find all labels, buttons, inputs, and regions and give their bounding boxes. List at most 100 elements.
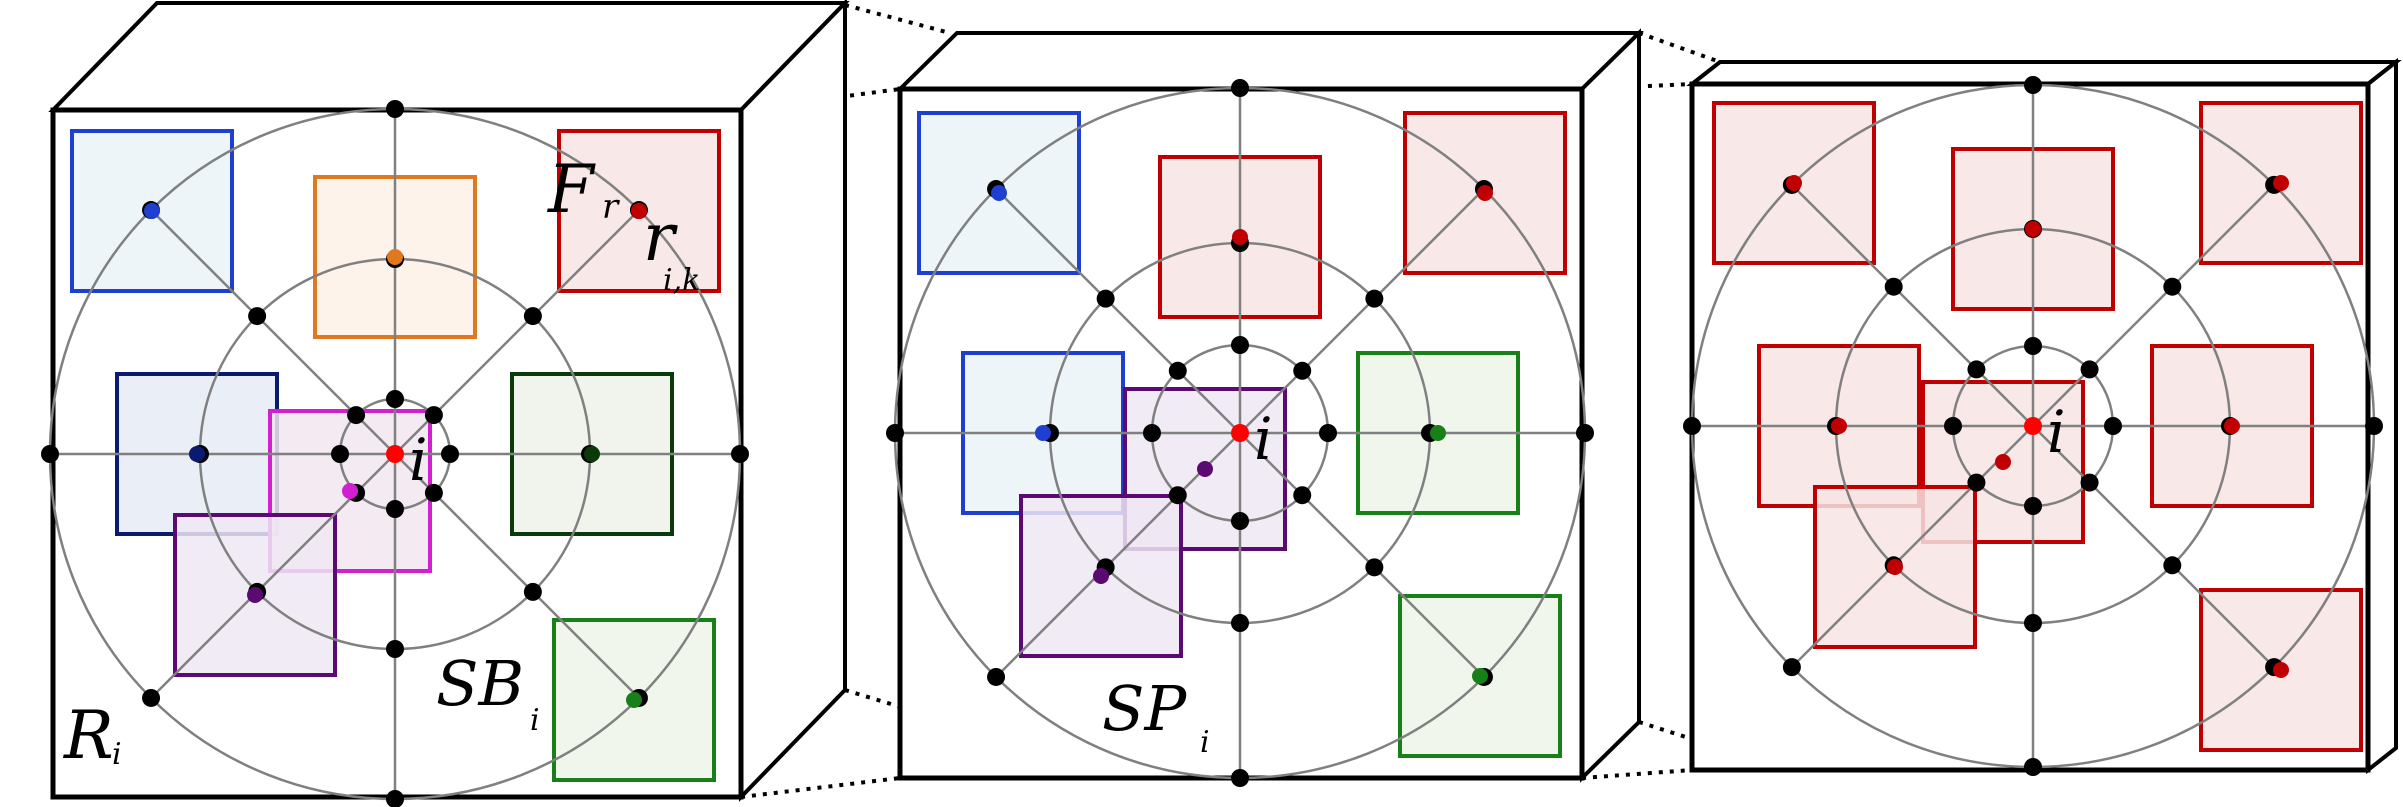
region-center-dot (1035, 425, 1051, 441)
grid-node (441, 445, 459, 463)
frame-top-face (895, 31, 1644, 91)
spoke-6 (1790, 183, 2034, 427)
frame-side-face (1580, 28, 1641, 783)
grid-node (1293, 361, 1312, 380)
grid-node (886, 424, 904, 442)
region-center-dot (342, 483, 358, 499)
region-center-dot (1995, 454, 2011, 470)
grid-node (386, 790, 404, 807)
grid-node (1365, 558, 1384, 577)
grid-node (386, 640, 404, 658)
region-center-dot (1831, 418, 1847, 434)
center-node (386, 445, 404, 463)
region-center-dot (247, 587, 263, 603)
grid-node (248, 307, 267, 326)
center-label: i (1254, 405, 1273, 473)
region-set-subscript: i (112, 737, 122, 772)
region-centers (1786, 175, 2289, 678)
region-center-dot (584, 446, 600, 462)
grid-node (523, 582, 542, 601)
grid-node (987, 667, 1006, 686)
grid-node (1683, 417, 1701, 435)
grid-node (2024, 497, 2042, 515)
grid-and-regions (41, 100, 749, 807)
grid-node (2163, 556, 2182, 575)
grid-node (2024, 76, 2042, 94)
frame-side-face (739, 0, 847, 802)
region-centers (144, 203, 647, 708)
grid-node (1967, 473, 1986, 492)
region-center-dot (1197, 461, 1213, 477)
grid-node (2163, 277, 2182, 296)
region-center-dot (1477, 185, 1493, 201)
grid-node (1231, 336, 1249, 354)
center-node (1231, 424, 1249, 442)
grid-and-regions (886, 79, 1594, 787)
grid-node (424, 406, 443, 425)
region-boxes (917, 111, 1567, 758)
connector-line-7 (1581, 768, 1693, 780)
region-set-label: R (63, 697, 114, 774)
grid-node (1365, 289, 1384, 308)
grid-node (142, 688, 161, 707)
region-point-subscript: i,k (663, 263, 700, 298)
grid-node (1231, 614, 1249, 632)
grid-node (347, 406, 366, 425)
grid-node (731, 445, 749, 463)
grid-node (1231, 79, 1249, 97)
region-center-dot (626, 692, 642, 708)
region-center-dot (2224, 418, 2240, 434)
region-center-dot (1232, 229, 1248, 245)
grid-node (41, 445, 59, 463)
frame-top-face (1686, 60, 2402, 86)
region-center-dot (2273, 175, 2289, 191)
region-center-dot (189, 446, 205, 462)
connector-line-8 (1638, 720, 1721, 750)
region-center-dot (387, 249, 403, 265)
center-node (2024, 417, 2042, 435)
labels: i (2047, 398, 2066, 466)
grid-node (1576, 424, 1594, 442)
spoke-2 (2032, 425, 2276, 669)
grid-node (1168, 486, 1187, 505)
grid-node (2080, 473, 2099, 492)
features-subscript: r (602, 187, 620, 227)
context-subscript: i (530, 703, 540, 738)
region-center-dot (2273, 662, 2289, 678)
features-label: F (547, 151, 596, 228)
grid-node (424, 483, 443, 502)
grid-node (2024, 337, 2042, 355)
grid-node (2024, 614, 2042, 632)
attention-panel: i (1683, 57, 2402, 776)
grid-node (1884, 277, 1903, 296)
region-point-label: r (643, 199, 678, 276)
grid-node (331, 445, 349, 463)
region-center-dot (1887, 559, 1903, 575)
grid-node (2104, 417, 2122, 435)
spoke-8 (2032, 183, 2276, 427)
grid-node (1231, 512, 1249, 530)
grid-node (1293, 486, 1312, 505)
grid-node (2365, 417, 2383, 435)
grid-node (1168, 361, 1187, 380)
grid-node (1319, 424, 1337, 442)
connector-line-1 (844, 3, 951, 35)
region-center-dot (1786, 175, 1802, 191)
region-centers (991, 185, 1493, 684)
frame-top-face (48, 1, 850, 112)
grid-and-regions (1683, 76, 2383, 776)
grid-nodes (1683, 76, 2383, 776)
grid-node (1944, 417, 1962, 435)
connector-line-3 (740, 776, 901, 799)
spoke-2 (1239, 432, 1485, 678)
grid-node (386, 100, 404, 118)
spoke-8 (1239, 188, 1485, 434)
region-center-dot (631, 203, 647, 219)
grid-node (1143, 424, 1161, 442)
context-subscript: i (1200, 725, 1210, 760)
frame-side-face (2366, 57, 2398, 775)
spoke-6 (995, 188, 1241, 434)
